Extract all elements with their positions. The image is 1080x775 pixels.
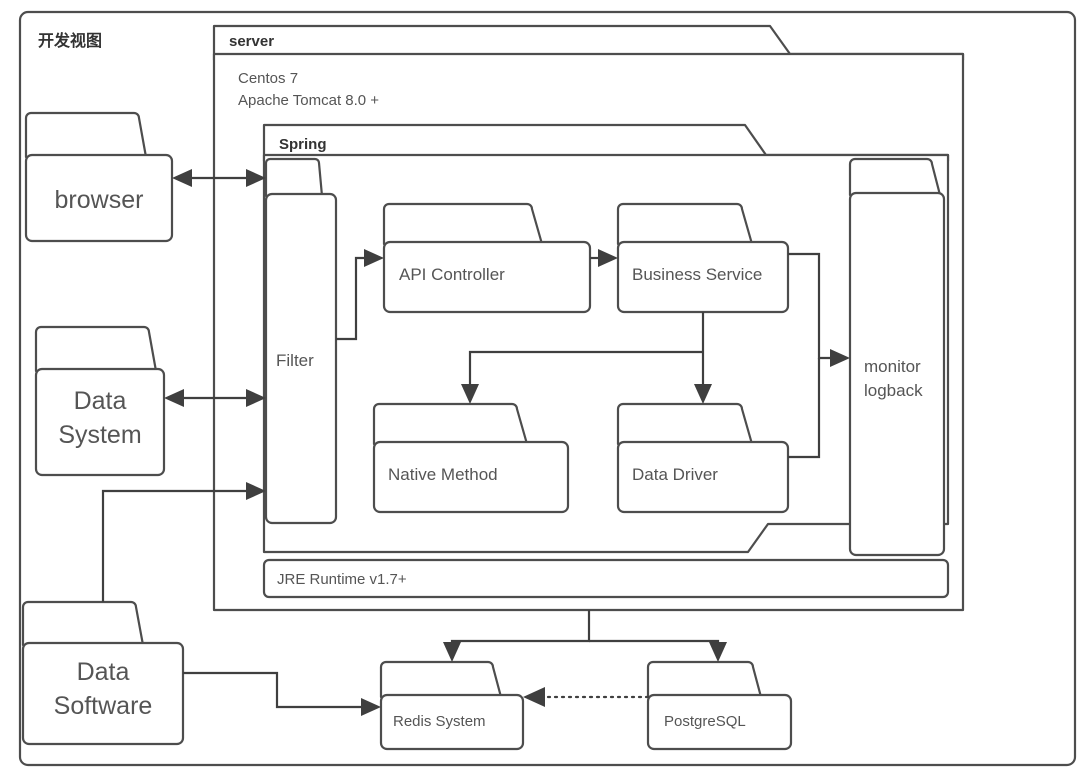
api-controller-node-label: API Controller [399, 265, 505, 284]
edge-data-software-redis [183, 671, 381, 716]
browser-node-body [24, 153, 174, 243]
edge-postgresql-redis [523, 687, 650, 707]
monitor-node-tab [848, 157, 942, 197]
native-method-node-body [372, 440, 570, 514]
data-system-node-body [34, 367, 166, 477]
server-note-tomcat: Apache Tomcat 8.0 + [238, 92, 379, 109]
postgresql-node-tab [646, 660, 763, 699]
data-system-node-label-line1: Data [74, 387, 127, 415]
jre-runtime-label: JRE Runtime v1.7+ [277, 571, 407, 588]
redis-node-label: Redis System [393, 713, 486, 730]
arrowhead-right [598, 249, 618, 267]
server-container-label: server [229, 33, 274, 50]
edge-api-controller-business-service [590, 249, 618, 267]
data-software-node-label-line2: Software [54, 692, 153, 720]
data-driver-node-tab [616, 402, 754, 446]
data-driver-node-body [616, 440, 790, 514]
spring-container-body [262, 153, 950, 554]
postgresql-node-label: PostgreSQL [664, 713, 746, 730]
edge-browser-filter [172, 169, 266, 187]
native-method-node-label: Native Method [388, 465, 498, 484]
native-method-node-tab [372, 402, 529, 446]
edge-business-service-monitor [788, 252, 850, 367]
data-driver-node-label: Data Driver [632, 465, 718, 484]
filter-node-body [264, 192, 338, 525]
browser-node-tab [24, 111, 148, 159]
edge-data-driver-monitor [788, 358, 821, 459]
spring-container-label: Spring [279, 136, 327, 153]
redis-node-tab [379, 660, 503, 699]
monitor-node-label-line2: logback [864, 381, 923, 400]
filter-node-label: Filter [276, 351, 314, 370]
edge-server-databases [443, 610, 727, 662]
browser-node-label: browser [55, 186, 144, 214]
edge-business-service-native-method [461, 350, 703, 404]
arrowhead-left [172, 169, 192, 187]
arrowhead-left [164, 389, 184, 407]
data-system-node-label-line2: System [58, 421, 141, 449]
jre-runtime-box [262, 558, 950, 599]
development-view-title: 开发视图 [38, 31, 102, 50]
filter-node-tab [264, 157, 324, 198]
data-software-node-tab [21, 600, 145, 647]
server-note-os: Centos 7 [238, 70, 298, 87]
arrowhead-down [461, 384, 479, 404]
business-service-node-label: Business Service [632, 265, 762, 284]
arrowhead-right [246, 482, 266, 500]
arrowhead-left [523, 687, 545, 707]
arrowhead-down [694, 384, 712, 404]
edge-data-system-filter [164, 389, 266, 407]
data-software-node-label-line1: Data [77, 658, 130, 686]
postgresql-node-body [646, 693, 793, 751]
arrowhead-right [246, 169, 266, 187]
arrowhead-down-redis [443, 642, 461, 662]
monitor-node-label-line1: monitor [864, 357, 921, 376]
arrowhead-right [246, 389, 266, 407]
business-service-node-tab [616, 202, 754, 246]
edge-filter-api-controller [336, 249, 384, 341]
api-controller-node-body [382, 240, 592, 314]
arrowhead-down-postgres [709, 642, 727, 662]
redis-node-body [379, 693, 525, 751]
edge-data-software-filter [101, 482, 266, 602]
arrowhead-right [361, 698, 381, 716]
api-controller-node-tab [382, 202, 544, 246]
monitor-node-body [848, 191, 946, 557]
arrowhead-right [830, 349, 850, 367]
data-system-node-tab [34, 325, 158, 373]
arrowhead-right [364, 249, 384, 267]
data-software-node-body [21, 641, 185, 746]
